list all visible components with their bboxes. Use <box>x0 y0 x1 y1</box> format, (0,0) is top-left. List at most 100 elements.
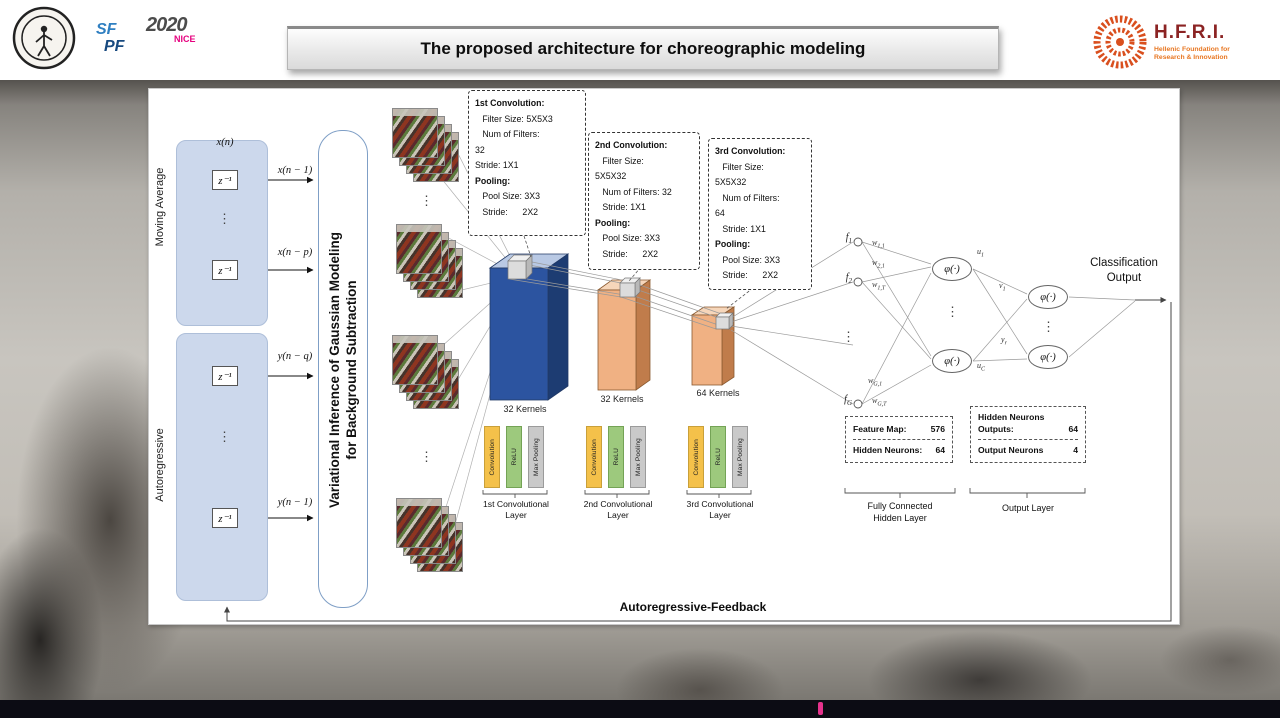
vigm-label: Variational Inference of Gaussian Modeli… <box>325 140 361 600</box>
v1-label: v1 <box>999 281 1006 293</box>
frame-stack-4 <box>396 498 466 574</box>
classification-line1: Classification <box>1090 257 1158 269</box>
hfri-name: H.F.R.I. <box>1154 21 1226 43</box>
callout-line: Pool Size: 3X3 <box>475 191 541 201</box>
legend-bar-convolution: Convolution <box>586 426 602 488</box>
callout-line: 32 <box>475 144 485 155</box>
layer1-label-line2: Layer <box>505 510 527 520</box>
feature-map-label: Feature Map: <box>853 424 907 434</box>
legend-bar-relu: ReLU <box>506 426 522 488</box>
activation-node: φ(·) <box>932 349 972 373</box>
stack-dots-top: ⋮ <box>420 193 433 208</box>
frame-stack-2 <box>396 224 466 300</box>
phi-column-dots: ⋮ <box>946 304 959 319</box>
legend-bar-label: Convolution <box>692 438 700 476</box>
hfri-subtitle-line1: Hellenic Foundation for <box>1154 45 1230 53</box>
nice-logo-name: NICE <box>174 34 196 44</box>
slide-title: The proposed architecture for choreograp… <box>287 26 999 70</box>
ar-chain-dots: ⋮ <box>218 429 231 444</box>
hidden-neurons-outputs-value: 64 <box>1068 424 1078 434</box>
legend-bar-convolution: Convolution <box>484 426 500 488</box>
autoregressive-label: Autoregressive <box>154 428 166 502</box>
ntua-seal-icon <box>12 6 76 70</box>
legend-bar-label: ReLU <box>510 448 518 466</box>
hidden-neurons-label: Hidden Neurons: <box>853 445 923 455</box>
hidden-neurons-outputs-label2: Outputs: <box>978 424 1014 434</box>
f2-label: f2 <box>845 272 852 285</box>
output-neurons-box: Hidden Neurons Outputs: 64 Output Neurons… <box>970 406 1086 463</box>
classification-line2: Output <box>1106 272 1142 284</box>
callout-line: Pooling: <box>715 239 751 249</box>
hidden-neurons-value: 64 <box>935 445 945 455</box>
activation-node: φ(·) <box>932 257 972 281</box>
delay-z1-box: z⁻¹ <box>212 170 238 190</box>
x-n-1-label: x(n − 1) <box>277 165 313 176</box>
callout-line: 5X5X32 <box>715 177 747 187</box>
moving-average-label: Moving Average <box>154 167 166 247</box>
layer1-label-line1: 1st Convolutional <box>483 499 549 509</box>
fully-connected-label: Fully Connected Hidden Layer <box>842 500 958 524</box>
callout-line: Stride: 1X1 <box>595 202 646 212</box>
feature-map-box: Feature Map:576 Hidden Neurons:64 <box>845 416 953 463</box>
callout-line: Pool Size: 3X3 <box>595 233 661 243</box>
sfpf-logo-top: SF <box>96 21 117 38</box>
legend-bar-label: Max Pooling <box>634 438 642 476</box>
callout-line: Stride: 2X2 <box>475 206 539 217</box>
legend-bar-maxpooling: Max Pooling <box>630 426 646 488</box>
f-column-dots: ⋮ <box>842 329 855 344</box>
layer1-label: 1st Convolutional Layer <box>477 499 555 521</box>
hfri-logo: H.F.R.I. Hellenic Foundation for Researc… <box>1092 6 1276 78</box>
legend-bar-convolution: Convolution <box>688 426 704 488</box>
hidden-neurons-outputs-label1: Hidden Neurons <box>978 412 1045 422</box>
y-n-1-label: y(n − 1) <box>277 497 313 508</box>
output-neurons-label: Output Neurons <box>978 445 1044 455</box>
conv2-kernels-label: 32 Kernels <box>600 394 644 404</box>
legend-bar-label: Max Pooling <box>532 438 540 476</box>
autoregressive-feedback-label: Autoregressive-Feedback <box>619 600 767 614</box>
nice-logo-year: 2020 <box>146 14 188 36</box>
weight-label-w11: w1,1 <box>872 238 885 250</box>
callout-line: 64 <box>715 208 725 218</box>
callout-line: Stride: 1X1 <box>715 223 766 234</box>
legend-bar-label: Convolution <box>488 438 496 476</box>
delay-z2-box: z⁻¹ <box>212 260 238 280</box>
vigm-label-line2: for Background Subtraction <box>344 280 359 460</box>
ntua-logo <box>12 6 76 70</box>
video-frame <box>396 498 442 548</box>
legend-bar-relu: ReLU <box>710 426 726 488</box>
output-column-dots: ⋮ <box>1042 319 1055 334</box>
nice-2020-logo: 2020 NICE <box>146 14 216 62</box>
callout-line: Stride: 2X2 <box>595 248 659 259</box>
sfpf-logo: SF PF <box>96 21 140 62</box>
u1-label: u1 <box>977 247 984 259</box>
callout-line: Stride: 2X2 <box>715 270 779 280</box>
vigm-box <box>318 130 368 608</box>
legend-bar-label: ReLU <box>714 448 722 466</box>
callout-line: Num of Filters: 32 <box>595 186 672 197</box>
frame-stack-3 <box>392 335 462 411</box>
callout-line: Stride: 1X1 <box>475 160 519 170</box>
frame-stack-1 <box>392 108 462 184</box>
legend-bar-maxpooling: Max Pooling <box>528 426 544 488</box>
x-n-label: x(n) <box>216 137 234 148</box>
callout-line: Num of Filters: <box>715 192 780 203</box>
hfri-text: H.F.R.I. Hellenic Foundation for Researc… <box>1154 22 1230 62</box>
uC-label: uC <box>977 361 986 373</box>
layer3-label: 3rd Convolutional Layer <box>681 499 759 521</box>
output-activation-node: φ(·) <box>1028 345 1068 369</box>
layer2-label-line1: 2nd Convolutional <box>583 499 653 509</box>
layer3-label-line1: 3rd Convolutional <box>686 499 754 509</box>
sfpf-logo-bottom: PF <box>104 37 125 55</box>
callout-line: Filter Size: <box>715 161 764 172</box>
ma-chain-dots: ⋮ <box>218 211 231 226</box>
conv3-callout: 3rd Convolution: Filter Size: 5X5X32 Num… <box>708 138 812 290</box>
classification-output-label: Classification Output <box>1072 256 1176 286</box>
video-frame <box>392 335 438 385</box>
vigm-label-line1: Variational Inference of Gaussian Modeli… <box>327 231 342 509</box>
legend-bar-label: Max Pooling <box>736 438 744 476</box>
layer3-label-line2: Layer <box>709 510 731 520</box>
callout-line: 2nd Convolution: <box>595 140 668 150</box>
legend-bar-label: Convolution <box>590 438 598 476</box>
weight-label-w1T: w1,T <box>872 280 886 292</box>
legend-bar-label: ReLU <box>612 448 620 466</box>
